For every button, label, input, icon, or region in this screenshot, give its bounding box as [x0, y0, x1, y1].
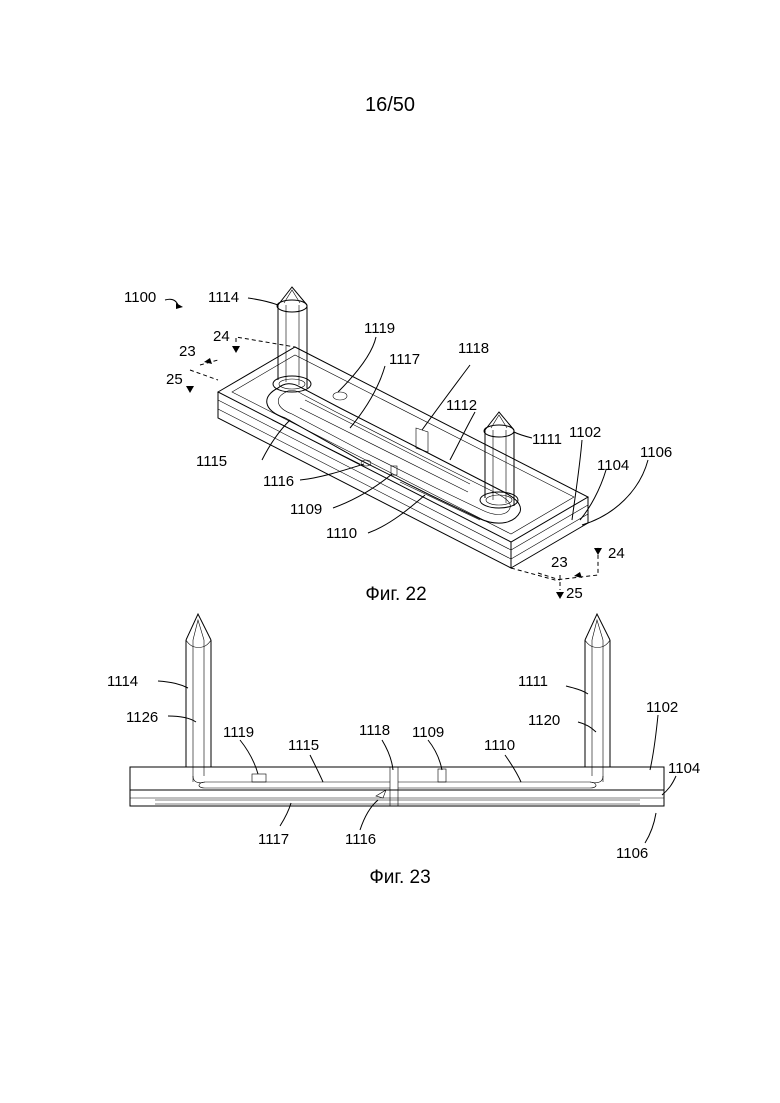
label-1110-b: 1110 [484, 737, 515, 754]
section-mark-25-bottom: 25 [566, 585, 583, 602]
label-1118-b: 1118 [359, 722, 390, 739]
section-mark-24-bottom: 24 [608, 545, 625, 562]
pin-1111-section [585, 614, 610, 783]
label-1111-b: 1111 [518, 673, 548, 690]
label-1118: 1118 [458, 340, 489, 357]
labels-fig22: 1100 1114 1119 1117 1118 1112 1111 1102 … [124, 289, 672, 602]
figure-23-caption: Фиг. 23 [369, 867, 430, 888]
label-1110: 1110 [326, 525, 357, 542]
leader-lines-fig23 [158, 681, 676, 843]
label-1104-b: 1104 [668, 760, 700, 777]
label-1119: 1119 [364, 320, 395, 337]
leader-lines-fig22 [165, 298, 648, 533]
label-1106-b: 1106 [616, 845, 648, 862]
label-1112: 1112 [446, 397, 477, 414]
label-1120: 1120 [528, 712, 560, 729]
pin-1111 [480, 412, 518, 508]
label-1116: 1116 [263, 473, 294, 490]
section-mark-25-top: 25 [166, 371, 183, 388]
label-1100: 1100 [124, 289, 156, 306]
pin-1114 [273, 287, 311, 392]
section-mark-23-top: 23 [179, 343, 196, 360]
label-1114-b: 1114 [107, 673, 138, 690]
label-1109: 1109 [290, 501, 322, 518]
label-1109-b: 1109 [412, 724, 444, 741]
label-1115-b: 1115 [288, 737, 319, 754]
pin-1114-section [186, 614, 211, 783]
label-1106: 1106 [640, 444, 672, 461]
label-1126: 1126 [126, 709, 158, 726]
chip-body-section [130, 767, 664, 806]
section-mark-24-top: 24 [213, 328, 230, 345]
label-1117: 1117 [389, 351, 420, 368]
label-1119-b: 1119 [223, 724, 254, 741]
label-1117-b: 1117 [258, 831, 289, 848]
label-1114: 1114 [208, 289, 239, 306]
label-1115: 1115 [196, 453, 227, 470]
section-lines [186, 337, 602, 599]
chip-body-isometric [218, 347, 588, 568]
label-1111: 1111 [532, 431, 562, 448]
page-number: 16/50 [365, 94, 415, 116]
label-1104: 1104 [597, 457, 629, 474]
label-1102: 1102 [569, 424, 601, 441]
section-mark-23-bottom: 23 [551, 554, 568, 571]
figure-22-caption: Фиг. 22 [365, 584, 426, 605]
label-1102-b: 1102 [646, 699, 678, 716]
figure-23: 1114 1126 1119 1115 1118 1109 1110 1111 … [107, 614, 700, 888]
figure-22: 1100 1114 1119 1117 1118 1112 1111 1102 … [124, 287, 672, 605]
label-1116-b: 1116 [345, 831, 376, 848]
